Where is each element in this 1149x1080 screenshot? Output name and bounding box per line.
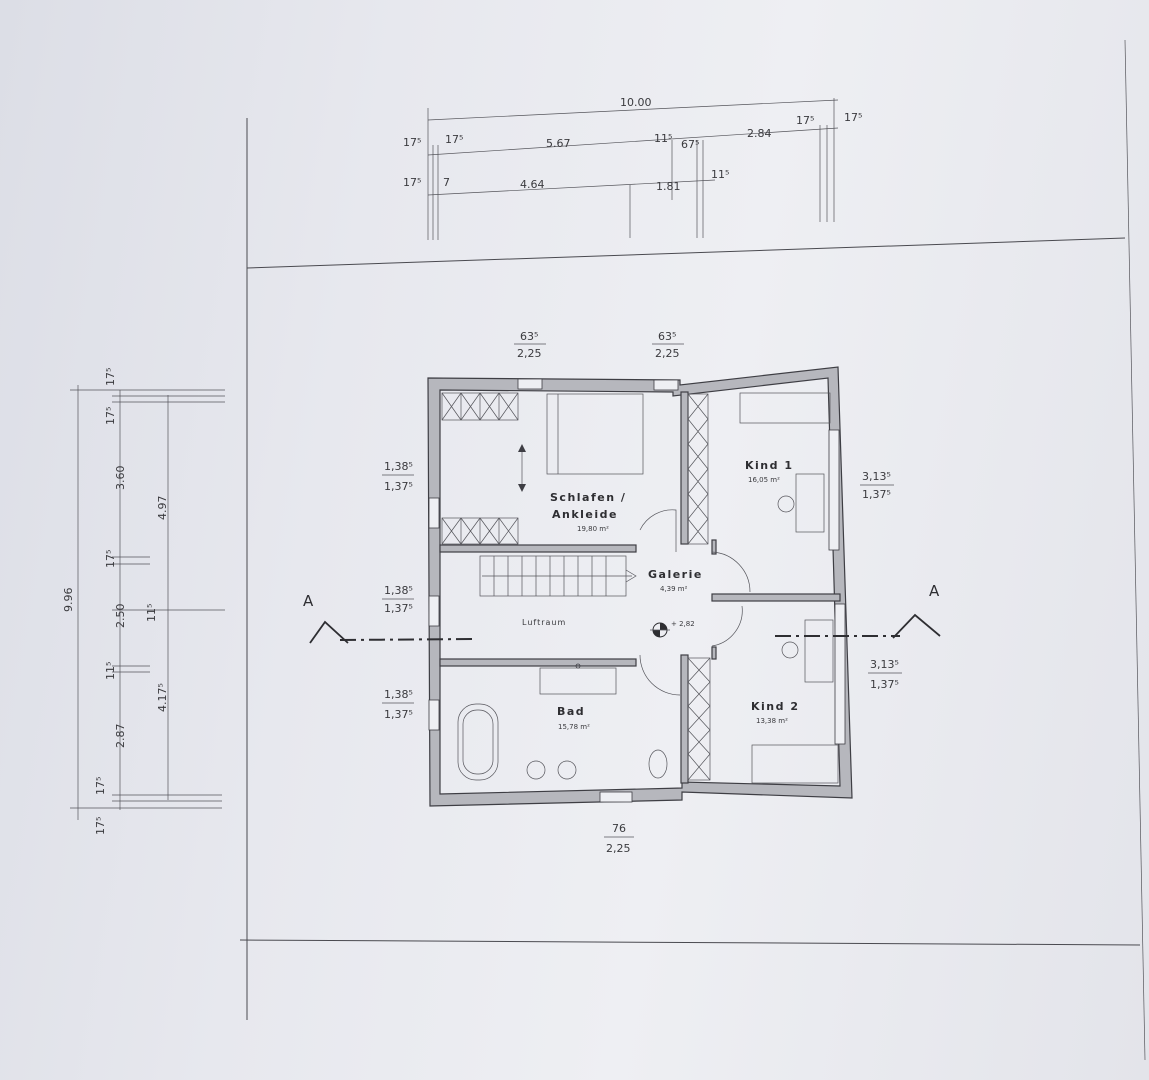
furniture — [457, 392, 839, 784]
room-luftraum-name: Luftraum — [522, 618, 566, 627]
dim-total-depth: 9.96 — [62, 588, 75, 613]
window-left3-width: 1,38⁵ — [384, 688, 413, 701]
dim-top-r2-5: 11⁵ — [711, 168, 729, 181]
window-top-left-width: 63⁵ — [520, 330, 538, 343]
window-left2-height: 1,37⁵ — [384, 602, 413, 615]
frame-line-top — [246, 237, 1126, 269]
dim-top-r1-4: 11⁵ — [654, 132, 672, 145]
window-right1-width: 3,13⁵ — [862, 470, 891, 483]
level-marker-value: + 2,82 — [671, 620, 695, 628]
window-right2-height: 1,37⁵ — [870, 678, 899, 691]
dim-top-r1-2: 17⁵ — [445, 133, 463, 146]
dim-left-c1-9: 17⁵ — [94, 817, 107, 835]
dim-top-r1-8: 17⁵ — [844, 111, 862, 124]
window-bottom-width: 76 — [612, 822, 626, 835]
room-schlafen-area: 19,80 m² — [577, 525, 609, 533]
dim-total-width: 10.00 — [620, 96, 652, 109]
level-marker — [650, 622, 670, 638]
room-galerie-area: 4,39 m² — [660, 585, 688, 593]
dim-left-c1-8: 17⁵ — [94, 777, 107, 795]
room-kind2-area: 13,38 m² — [756, 717, 788, 725]
room-galerie-name: Galerie — [648, 568, 703, 581]
section-line — [309, 613, 941, 644]
exterior-walls — [427, 366, 853, 807]
dim-top-r1-3: 5.67 — [546, 137, 571, 150]
wardrobe-units — [441, 392, 711, 781]
room-bad-area: 15,78 m² — [558, 723, 590, 731]
window-left1-height: 1,37⁵ — [384, 480, 413, 493]
dim-top-r1-5: 67⁵ — [681, 138, 699, 151]
window-markers — [428, 378, 846, 803]
dim-top-r1-6: 2.84 — [747, 127, 772, 140]
room-kind1-name: Kind 1 — [745, 459, 793, 472]
window-left1-width: 1,38⁵ — [384, 460, 413, 473]
window-left3-height: 1,37⁵ — [384, 708, 413, 721]
dim-left-c1-3: 3.60 — [114, 466, 127, 491]
window-right2-width: 3,13⁵ — [870, 658, 899, 671]
dim-left-c2-3: 4.17⁵ — [156, 683, 169, 712]
section-label-left: A — [303, 592, 314, 610]
dim-left-c2-2: 11⁵ — [145, 604, 158, 622]
dim-left-c1-4: 17⁵ — [104, 550, 117, 568]
room-schlafen-name-1: Schlafen / — [550, 491, 626, 504]
room-kind1-area: 16,05 m² — [748, 476, 780, 484]
room-schlafen-name-2: Ankleide — [552, 508, 618, 521]
dim-top-r1-1: 17⁵ — [403, 136, 421, 149]
window-top-right-width: 63⁵ — [658, 330, 676, 343]
window-left2-width: 1,38⁵ — [384, 584, 413, 597]
dim-top-r1-7: 17⁵ — [796, 114, 814, 127]
dim-left-c1-6: 11⁵ — [104, 662, 117, 680]
room-bad-name: Bad — [557, 705, 585, 718]
window-top-right-height: 2,25 — [655, 347, 680, 360]
interior-walls — [439, 391, 841, 784]
dim-left-c2-1: 4.97 — [156, 496, 169, 521]
dim-left-c1-7: 2.87 — [114, 724, 127, 749]
dim-top-r2-1: 17⁵ — [403, 176, 421, 189]
dim-left-c1-5: 2.50 — [114, 604, 127, 629]
section-label-right: A — [929, 582, 940, 600]
dim-left-c1-2: 17⁵ — [104, 407, 117, 425]
frame-line-bottom — [239, 939, 1141, 946]
dim-top-r2-4: 1.81 — [656, 180, 681, 193]
left-dimension-chain — [70, 385, 225, 820]
window-top-left-height: 2,25 — [517, 347, 542, 360]
window-bottom-height: 2,25 — [606, 842, 631, 855]
dim-left-c1-1: 17⁵ — [104, 368, 117, 386]
window-right1-height: 1,37⁵ — [862, 488, 891, 501]
room-kind2-name: Kind 2 — [751, 700, 799, 713]
dim-top-r2-2: 7 — [443, 176, 450, 189]
top-dimension-chain — [427, 98, 839, 240]
frame-edge-right — [1124, 39, 1146, 1061]
dim-top-r2-3: 4.64 — [520, 178, 545, 191]
